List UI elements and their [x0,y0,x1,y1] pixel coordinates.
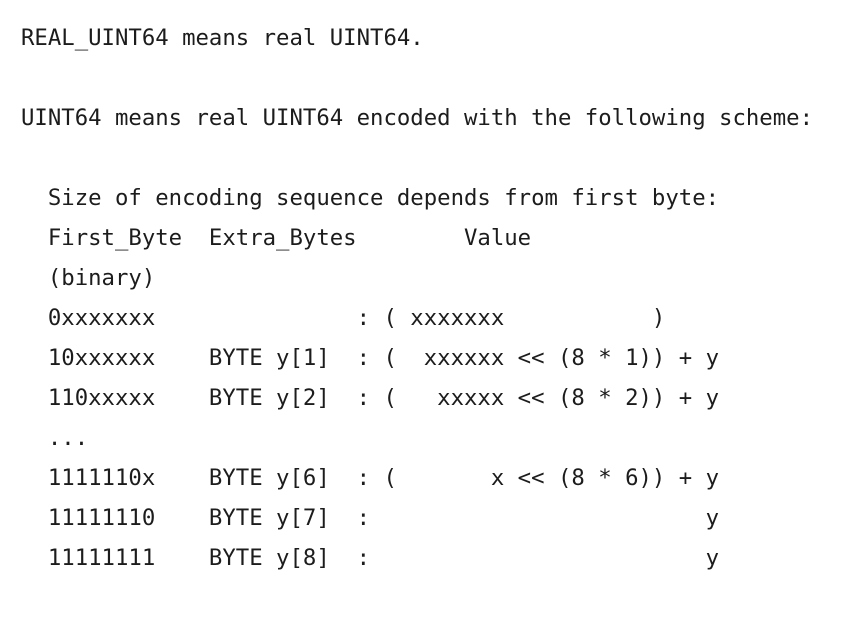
table-row-1111110x: 1111110x BYTE y[6] : ( x << (8 * 6)) + y [21,465,720,491]
encoding-table-header: First_Byte Extra_Bytes Value [21,225,532,251]
intro-uint64-scheme: UINT64 means real UINT64 encoded with th… [21,105,814,131]
blank-line [21,58,813,98]
table-row-11111110: 11111110 BYTE y[7] : y [21,505,720,531]
intro-real-uint64: REAL_UINT64 means real UINT64. [21,25,424,51]
encoding-table-header-note: (binary) [21,265,156,291]
table-row-10xxxxxx: 10xxxxxx BYTE y[1] : ( xxxxxx << (8 * 1)… [21,345,720,371]
table-row-110xxxxx: 110xxxxx BYTE y[2] : ( xxxxx << (8 * 2))… [21,385,720,411]
uint64-encoding-spec-text: REAL_UINT64 means real UINT64. UINT64 me… [21,18,813,578]
blank-line [21,138,813,178]
encoding-table-caption: Size of encoding sequence depends from f… [21,185,720,211]
table-row-ellipsis: ... [21,425,89,451]
table-row-11111111: 11111111 BYTE y[8] : y [21,545,720,571]
table-row-0xxxxxxx: 0xxxxxxx : ( xxxxxxx ) [21,305,666,331]
